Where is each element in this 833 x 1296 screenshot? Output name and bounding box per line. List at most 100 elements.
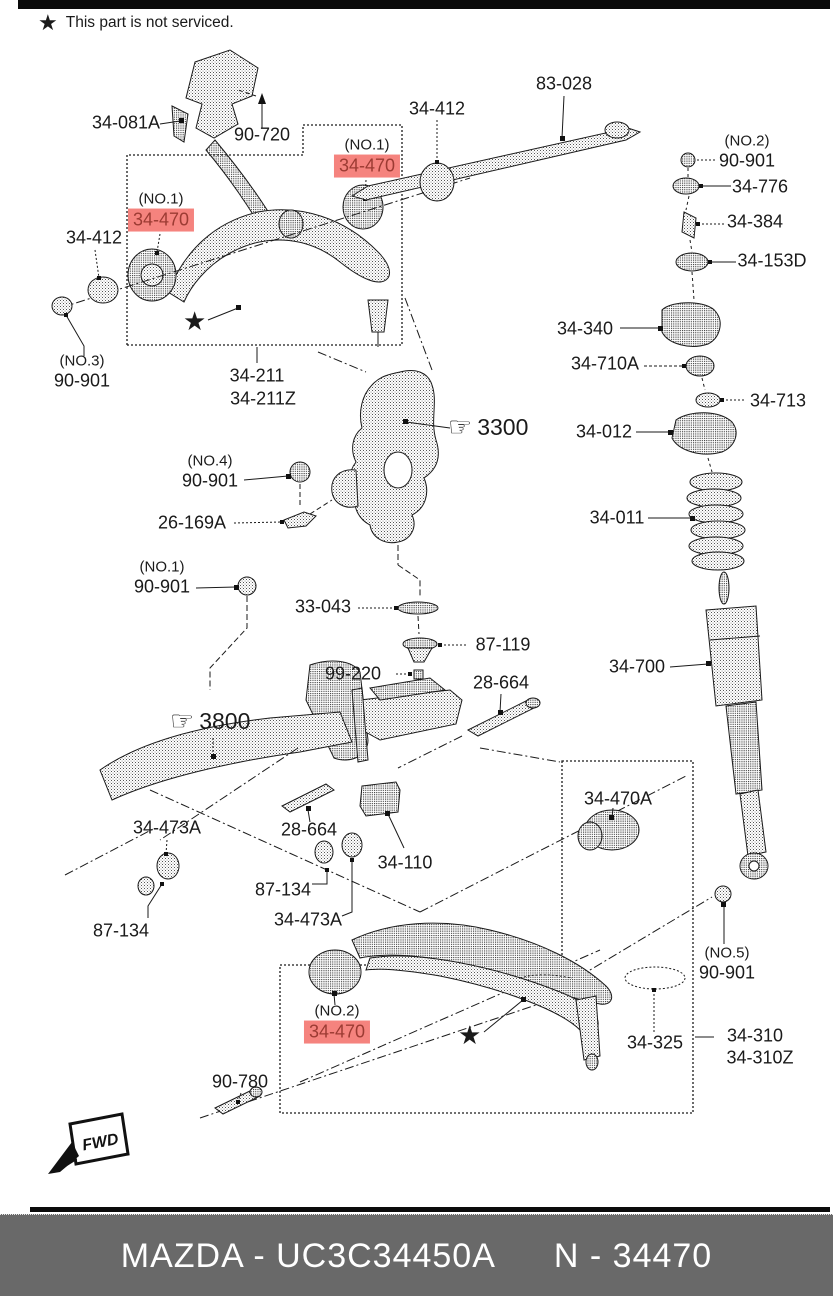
part-number: 28-664: [280, 819, 338, 840]
banner-catalog-code: MAZDA - UC3C34450A: [120, 1236, 496, 1275]
part-label-90-901-no4: (NO.4)90-901: [182, 453, 238, 492]
part-number: 34-340: [556, 318, 614, 339]
part-number: 34-384: [726, 211, 784, 232]
part-number: 90-780: [211, 1071, 269, 1092]
part-label-90-720: 90-720: [234, 124, 290, 145]
part-number: 90-901: [53, 370, 111, 391]
part-number: 34-700: [608, 656, 666, 677]
not-serviced-text: This part is not serviced.: [65, 14, 234, 31]
part-label-34-710A: 34-710A: [571, 353, 639, 374]
pointing-hand-icon: ☞: [170, 706, 195, 736]
part-label-34-325: 34-325: [627, 1032, 683, 1053]
part-number: 34-412: [408, 98, 466, 119]
part-label-34-470A: 34-470A: [584, 788, 652, 809]
part-label-90-901-no1: (NO.1)90-901: [134, 559, 190, 598]
part-label-34-473A-upper: 34-473A: [133, 817, 201, 838]
part-label-83-028: 83-028: [536, 73, 592, 94]
part-label-28-664-right: 28-664: [473, 672, 529, 693]
part-label-90-901-no3: (NO.3)90-901: [54, 353, 110, 392]
part-number: 34-310: [726, 1025, 784, 1046]
part-label-33-043: 33-043: [295, 596, 351, 617]
part-number: 90-901: [133, 576, 191, 597]
part-number: 87-134: [254, 879, 312, 900]
banner-part-ref: N - 34470: [553, 1236, 713, 1275]
part-label-90-780: 90-780: [212, 1071, 268, 1092]
part-number-highlighted: 34-470: [127, 208, 195, 232]
part-label-prefix: (NO.2): [724, 132, 770, 150]
part-number: 34-776: [731, 176, 789, 197]
catalog-banner: MAZDA - UC3C34450A N - 34470: [0, 1214, 833, 1296]
part-label-34-211Z: 34-211Z: [230, 388, 296, 409]
not-serviced-note: ★ This part is not serviced.: [38, 12, 234, 34]
page-top-border: [18, 0, 830, 9]
part-number: 28-664: [472, 672, 530, 693]
part-label-34-153D: 34-153D: [737, 250, 806, 271]
part-number: 34-211Z: [230, 388, 296, 409]
part-label-prefix: (NO.5): [704, 944, 750, 962]
part-label-34-110: 34-110: [378, 852, 433, 873]
part-label-26-169A: 26-169A: [158, 512, 226, 533]
section-ref-number: 3300: [477, 414, 529, 440]
part-label-prefix: (NO.1): [139, 558, 185, 576]
part-label-34-340: 34-340: [557, 318, 613, 339]
part-number: 87-119: [475, 634, 531, 655]
part-number: 90-901: [698, 962, 756, 983]
part-label-34-776: 34-776: [732, 176, 788, 197]
star-glyph: ★: [183, 306, 207, 336]
part-label-87-119: 87-119: [476, 634, 531, 655]
part-number: 33-043: [294, 596, 352, 617]
part-number: 34-153D: [737, 250, 807, 271]
part-label-34-081A: 34-081A: [92, 112, 160, 133]
part-label-34-470-no2[interactable]: (NO.2)34-470: [303, 1002, 371, 1044]
part-label-34-470-no1-left[interactable]: (NO.1)34-470: [127, 191, 195, 232]
part-number: 34-473A: [132, 817, 202, 838]
part-number: 34-081A: [91, 112, 161, 133]
part-number: 87-134: [92, 920, 150, 941]
part-label-34-012: 34-012: [576, 421, 632, 442]
part-label-87-134-left: 87-134: [93, 920, 149, 941]
section-ref-3300[interactable]: ☞ 3300: [448, 414, 528, 441]
star-icon: ★: [458, 1020, 481, 1051]
part-number: 34-412: [65, 227, 123, 248]
part-label-prefix: (NO.4): [187, 452, 233, 470]
part-label-34-412-top: 34-412: [409, 98, 465, 119]
part-label-prefix: (NO.2): [314, 1002, 360, 1020]
part-label-34-473A-lower: 34-473A: [274, 909, 342, 930]
part-number: 99-220: [324, 663, 382, 684]
part-number: 34-325: [626, 1032, 684, 1053]
part-label-34-011: 34-011: [590, 507, 645, 528]
part-number: 34-473A: [273, 909, 343, 930]
part-number: 90-720: [233, 124, 291, 145]
part-label-90-901-no5: (NO.5)90-901: [699, 945, 755, 984]
fwd-direction-icon: FWD: [46, 1110, 141, 1190]
part-label-34-713: 34-713: [750, 390, 806, 411]
part-label-prefix: (NO.1): [344, 136, 390, 154]
part-label-34-700: 34-700: [609, 656, 665, 677]
part-number: 90-901: [718, 150, 776, 171]
exploded-view-drawing: [51, 49, 769, 1119]
part-number-highlighted: 34-470: [303, 1020, 371, 1044]
part-label-28-664-mid: 28-664: [281, 819, 337, 840]
part-number: 34-011: [589, 507, 645, 528]
pointing-hand-icon: ☞: [448, 412, 473, 442]
part-label-34-310Z: 34-310Z: [726, 1047, 793, 1068]
part-label-34-310: 34-310: [727, 1025, 783, 1046]
part-label-34-470-no1-right[interactable]: (NO.1)34-470: [333, 136, 401, 178]
section-ref-3800[interactable]: ☞ 3800: [170, 708, 250, 735]
star-glyph: ★: [458, 1020, 482, 1050]
part-number: 34-713: [749, 390, 807, 411]
part-number: 34-012: [575, 421, 633, 442]
part-number: 34-211: [229, 365, 285, 386]
part-label-90-901-no2: (NO.2)90-901: [719, 133, 775, 172]
part-number: 34-110: [377, 852, 433, 873]
part-number: 83-028: [535, 73, 593, 94]
part-label-34-384: 34-384: [727, 211, 783, 232]
part-label-prefix: (NO.3): [59, 352, 105, 370]
part-number-highlighted: 34-470: [333, 154, 401, 178]
part-label-34-211: 34-211: [230, 365, 285, 386]
part-number: 26-169A: [157, 512, 227, 533]
part-number: 90-901: [181, 470, 239, 491]
section-ref-number: 3800: [199, 708, 251, 734]
part-number: 34-710A: [570, 353, 640, 374]
